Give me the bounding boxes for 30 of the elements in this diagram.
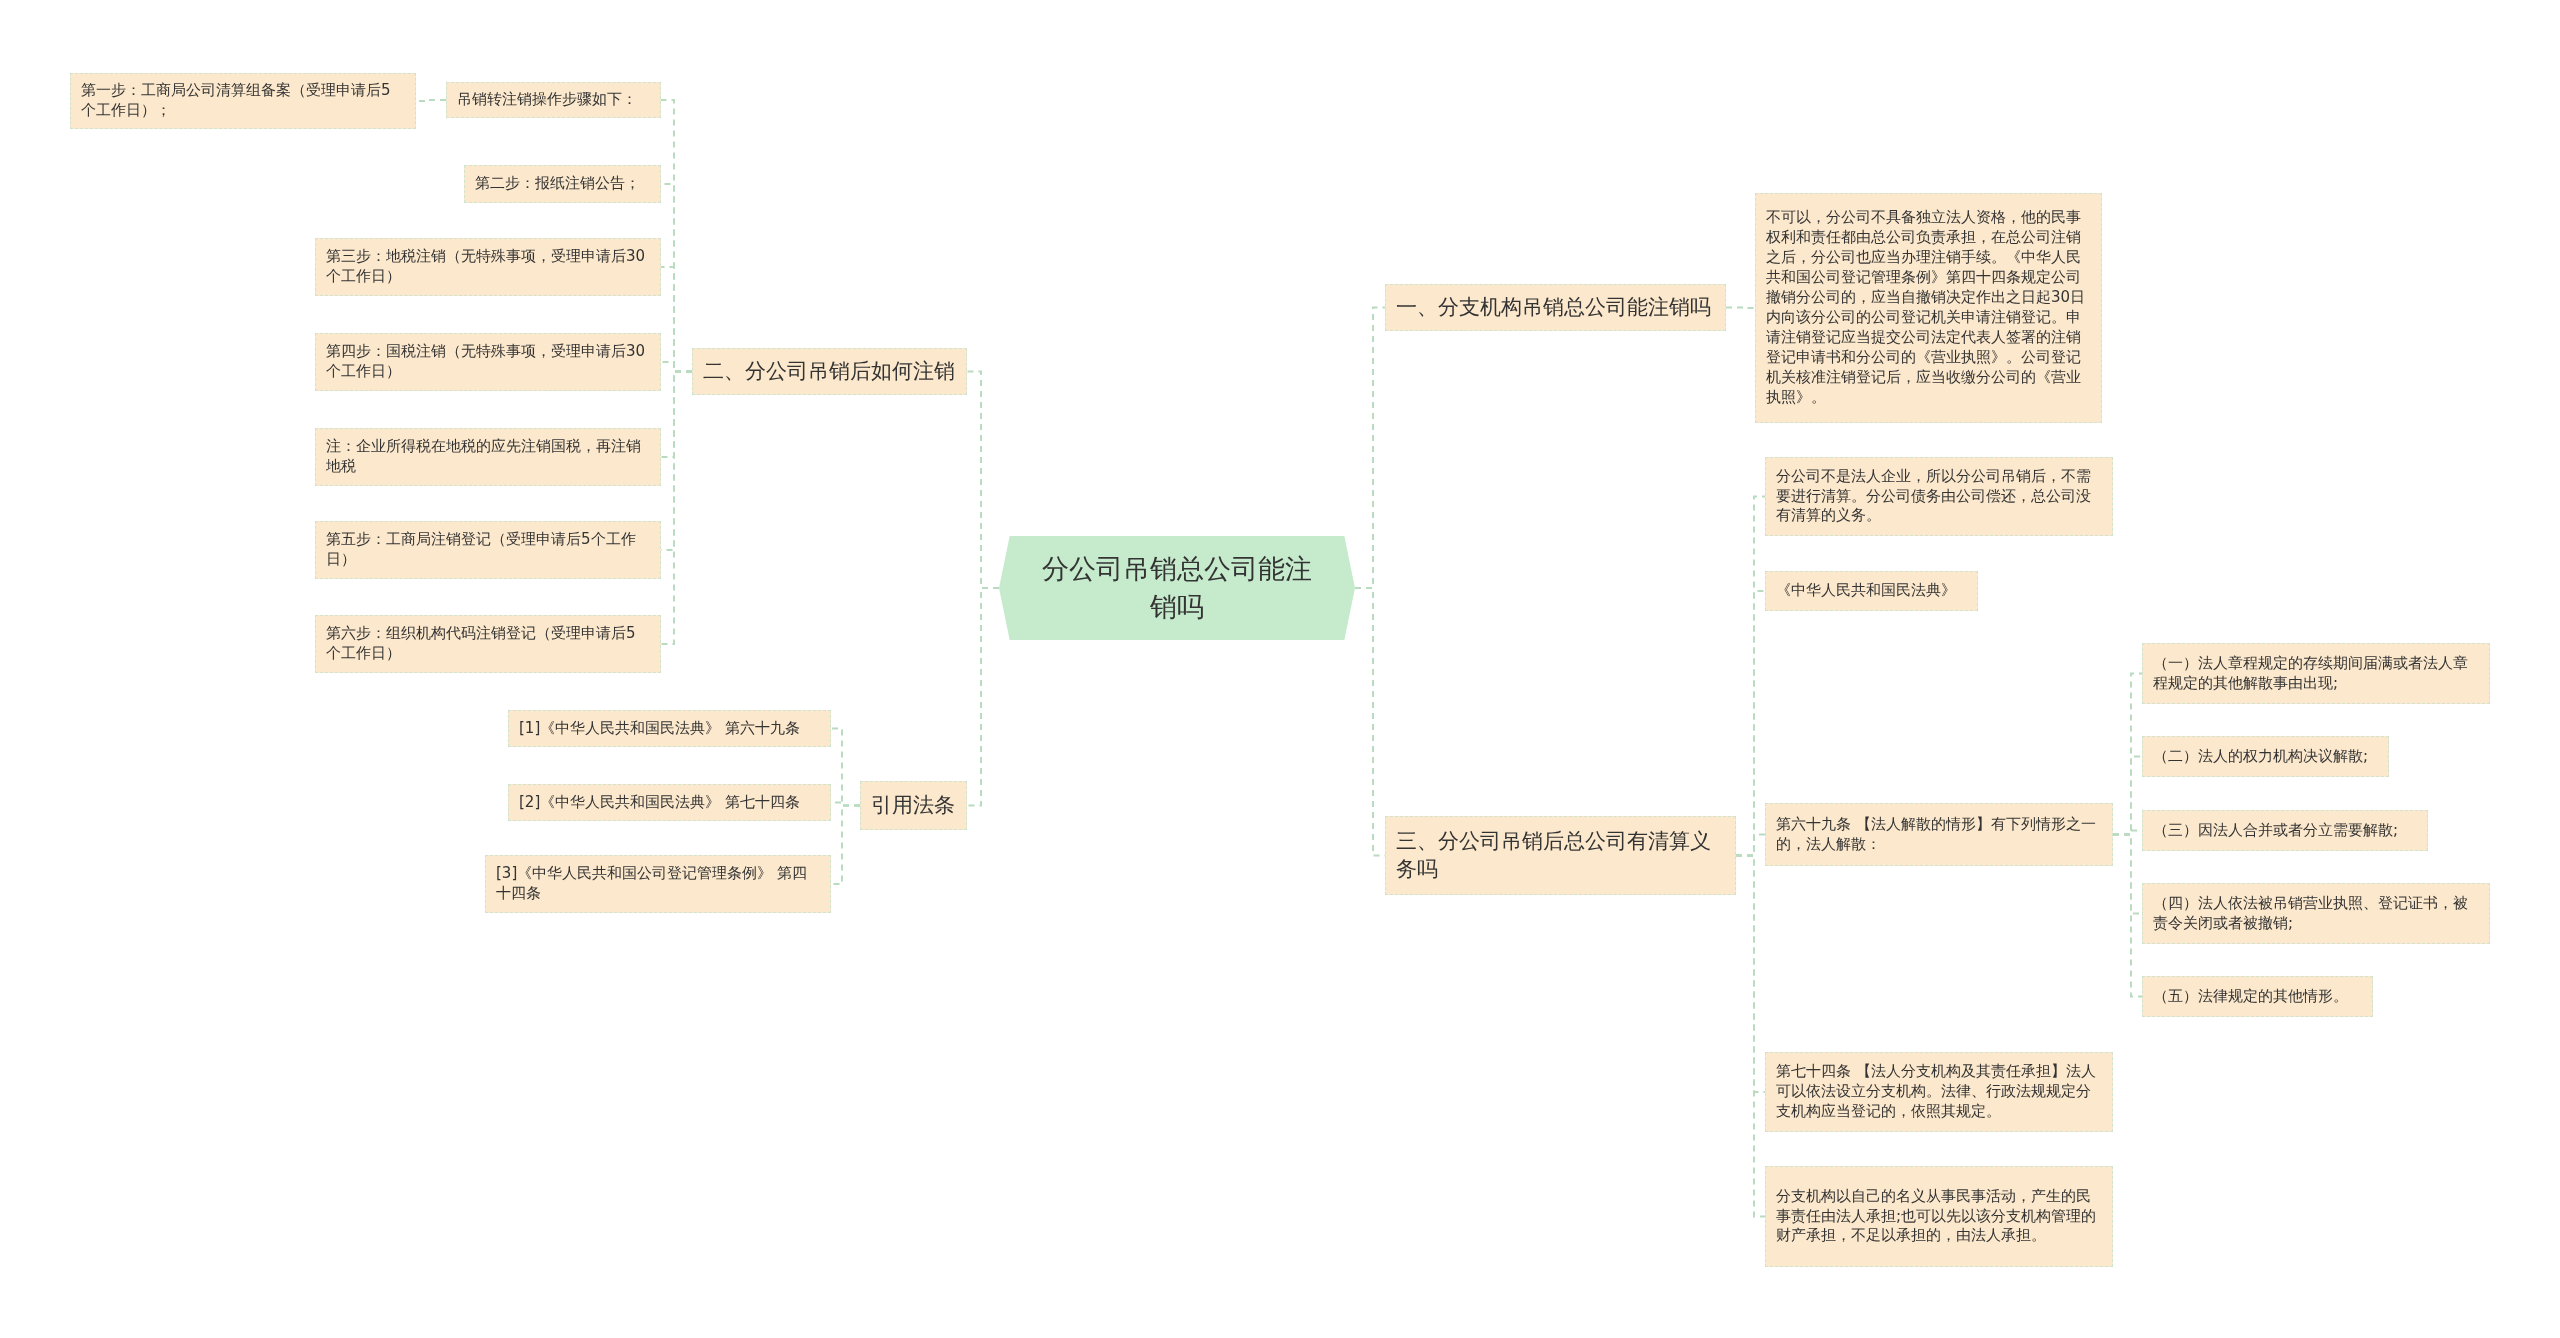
note-box: 注：企业所得税在地税的应先注销国税，再注销地税	[315, 428, 661, 486]
connector-line	[966, 587, 1000, 807]
note-box: [3]《中华人民共和国公司登记管理条例》 第四十四条	[485, 855, 831, 913]
note-box: 第六步：组织机构代码注销登记（受理申请后5个工作日）	[315, 615, 661, 673]
note-box: 第三步：地税注销（无特殊事项，受理申请后30个工作日）	[315, 238, 661, 296]
note-box: 第一步：工商局公司清算组备案（受理申请后5个工作日）；	[70, 73, 416, 129]
branch-topic-box: 二、分公司吊销后如何注销	[692, 348, 967, 395]
note-box: （二）法人的权力机构决议解散;	[2142, 736, 2389, 777]
note-box: 不可以，分公司不具备独立法人资格，他的民事权利和责任都由总公司负责承担，在总公司注销之后，分公司也应当办理注销手续。《中华人民共和国公司登记管理条例》第四十四条规定公司撤销分公司的，应当自撤销决定作出之日起30日内向该分公司的公司登记机关申请注销登记。申请注销登记应当提交公司法定代表人签署的注销登记申请书和分公司的《营业执照》。公司登记机关核准注销登记后，应当收缴分公司的《营业执照》。	[1755, 193, 2102, 423]
branch-topic-box: 一、分支机构吊销总公司能注销吗	[1385, 284, 1726, 331]
note-box: （五）法律规定的其他情形。	[2142, 976, 2373, 1017]
note-box: 吊销转注销操作步骤如下：	[446, 82, 661, 118]
note-box: [1]《中华人民共和国民法典》 第六十九条	[508, 710, 831, 747]
note-box: （四）法人依法被吊销营业执照、登记证书，被责令关闭或者被撤销;	[2142, 883, 2490, 944]
note-box: 第五步：工商局注销登记（受理申请后5个工作日）	[315, 521, 661, 579]
note-box: 第四步：国税注销（无特殊事项，受理申请后30个工作日）	[315, 333, 661, 391]
branch-topic-box: 引用法条	[860, 781, 967, 830]
note-box: 《中华人民共和国民法典》	[1765, 571, 1978, 611]
note-box: 分支机构以自己的名义从事民事活动，产生的民事责任由法人承担;也可以先以该分支机构管理的财产承担，不足以承担的，由法人承担。	[1765, 1166, 2113, 1267]
note-box: （一）法人章程规定的存续期间届满或者法人章程规定的其他解散事由出现;	[2142, 643, 2490, 704]
branch-topic-box: 三、分公司吊销后总公司有清算义务吗	[1385, 816, 1736, 895]
note-box: （三）因法人合并或者分立需要解散;	[2142, 810, 2428, 851]
connector-line	[2112, 833, 2143, 998]
connector-line	[660, 370, 693, 645]
note-box: 第六十九条 【法人解散的情形】有下列情形之一的，法人解散：	[1765, 803, 2113, 866]
note-box: 第二步：报纸注销公告；	[464, 165, 661, 203]
connector-line	[1725, 306, 1756, 309]
note-box: 分公司不是法人企业，所以分公司吊销后，不需要进行清算。分公司债务由公司偿还，总公司没有清算的义务。	[1765, 457, 2113, 536]
note-box: 第七十四条 【法人分支机构及其责任承担】法人可以依法设立分支机构。法律、行政法规规定分支机构应当登记的，依照其规定。	[1765, 1052, 2113, 1132]
note-box: [2]《中华人民共和国民法典》 第七十四条	[508, 784, 831, 821]
